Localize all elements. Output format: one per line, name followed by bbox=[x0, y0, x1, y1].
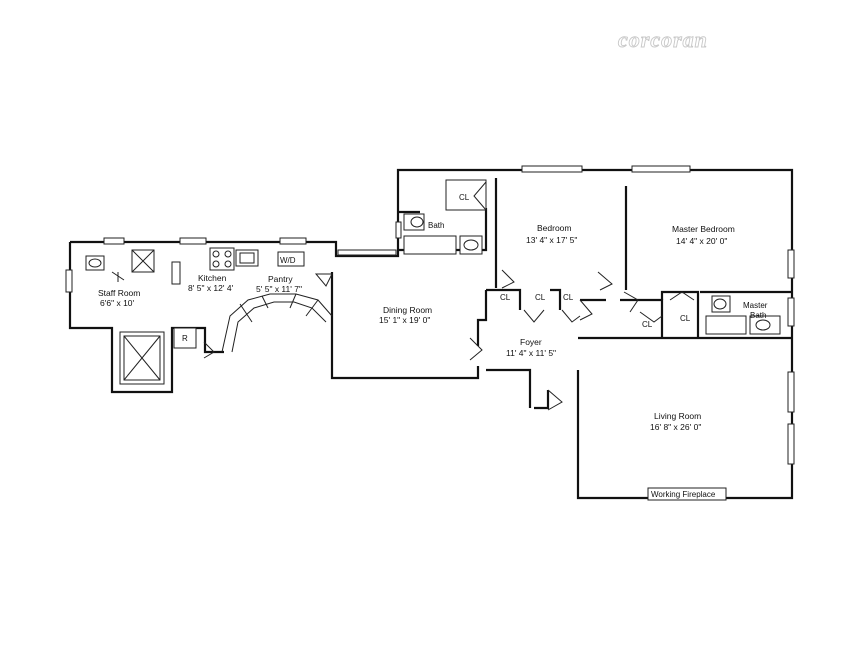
foyer-dims: 11' 4" x 11' 5" bbox=[506, 348, 556, 358]
kitchen-name: Kitchen bbox=[198, 273, 227, 283]
corcoran-watermark: corcoran bbox=[618, 27, 708, 52]
pantry-dims: 5' 5" x 11' 7" bbox=[256, 284, 302, 294]
foyer-name: Foyer bbox=[520, 337, 542, 347]
fixture-labels: Bath Master Bath CL CL CL CL CL CL W/D R bbox=[182, 193, 768, 343]
kitchen-fixtures bbox=[209, 247, 333, 353]
refrigerator-label: R bbox=[182, 334, 188, 343]
living-room-name: Living Room bbox=[654, 411, 701, 421]
staff-room-fixtures bbox=[85, 249, 197, 385]
bath-label: Bath bbox=[428, 221, 444, 230]
closet-label-1: CL bbox=[500, 293, 511, 302]
dining-room-dims: 15' 1" x 19' 0" bbox=[379, 315, 430, 325]
windows bbox=[65, 165, 795, 465]
master-bath-label-1: Master bbox=[743, 301, 768, 310]
fireplace-label: Working Fireplace bbox=[651, 490, 716, 499]
closet-label-bath: CL bbox=[459, 193, 470, 202]
closet-label-3: CL bbox=[563, 293, 574, 302]
staff-room-name: Staff Room bbox=[98, 288, 140, 298]
staff-room-dims: 6'6" x 10' bbox=[100, 298, 135, 308]
living-room-dims: 16' 8" x 26' 0" bbox=[650, 422, 701, 432]
master-bedroom-dims: 14' 4" x 20' 0" bbox=[676, 236, 727, 246]
closet-label-2: CL bbox=[535, 293, 546, 302]
bedroom-dims: 13' 4" x 17' 5" bbox=[526, 235, 577, 245]
pantry-name: Pantry bbox=[268, 274, 293, 284]
kitchen-dims: 8' 5" x 12' 4' bbox=[188, 283, 234, 293]
room-labels: Staff Room 6'6" x 10' Kitchen 8' 5" x 12… bbox=[98, 223, 735, 432]
closet-doors bbox=[203, 269, 695, 411]
closet-label-5: CL bbox=[680, 314, 691, 323]
dining-room-name: Dining Room bbox=[383, 305, 432, 315]
fireplace bbox=[647, 487, 727, 501]
master-bedroom-name: Master Bedroom bbox=[672, 224, 735, 234]
washer-dryer-label: W/D bbox=[280, 256, 296, 265]
bath-fixtures bbox=[403, 179, 487, 255]
closet-label-4: CL bbox=[642, 320, 653, 329]
master-bath-fixtures bbox=[705, 295, 781, 335]
bedroom-name: Bedroom bbox=[537, 223, 572, 233]
master-bath-label-2: Bath bbox=[750, 311, 766, 320]
